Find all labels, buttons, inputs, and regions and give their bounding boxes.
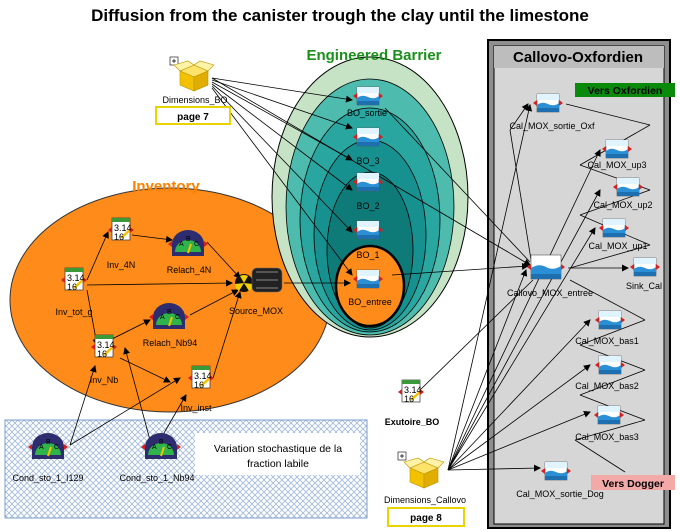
cal-mox-sortie-dog-node[interactable]: Cal_MOX_sortie_Dog [516, 461, 604, 499]
source-mox-node[interactable]: Source_MOX [229, 267, 283, 316]
exutoire-bo-node[interactable]: 3.14 16 Exutoire_BO [385, 378, 440, 427]
relach-nb94-label: Relach_Nb94 [143, 338, 198, 348]
cal-mox-sortie-oxf-label: Cal_MOX_sortie_Oxf [509, 121, 595, 131]
inv-nb-value-top: 3.14 [97, 340, 115, 350]
cal-mox-up1-label: Cal_MOX_up1 [588, 241, 647, 251]
cond-sto-1-nb94-node[interactable]: Cond_sto_1_Nb94 [119, 432, 195, 483]
bo-2-label: BO_2 [356, 201, 379, 211]
cal-mox-up1-node[interactable]: Cal_MOX_up1 [588, 218, 648, 251]
bo-entree-label: BO_entree [348, 297, 392, 307]
cal-mox-up3-label: Cal_MOX_up3 [587, 160, 646, 170]
vers-dogger-tag [591, 475, 675, 490]
bo-entree-node[interactable]: BO_entree [348, 269, 392, 307]
cal-mox-bas2-label: Cal_MOX_bas2 [575, 381, 639, 391]
inv-tot-g-label: Inv_tot_g [55, 307, 92, 317]
exutoire-bo-label: Exutoire_BO [385, 417, 440, 427]
dimensions-callovo-node[interactable]: Dimensions_Callovo page 8 [384, 451, 466, 527]
cal-mox-bas1-label: Cal_MOX_bas1 [575, 336, 639, 346]
inv-4n-value-bottom: 16 [114, 232, 124, 242]
vers-oxfordien-text: Vers Oxfordien [588, 85, 663, 97]
callovo-header [494, 46, 664, 68]
dimensions-bo-page: page 7 [177, 112, 209, 123]
inv-inst-node[interactable]: 3.14 16 Inv_inst [180, 364, 216, 413]
bo-1-node[interactable]: BO_1 [352, 220, 384, 260]
callovo-label: Callovo-Oxfordien [513, 49, 643, 66]
stochastic-note-box [195, 433, 360, 475]
inv-4n-value-top: 3.14 [114, 223, 132, 233]
inv-tot-g-node[interactable]: 3.14 16 Inv_tot_g [55, 266, 93, 317]
sink-cal-node[interactable]: Sink_Cal [626, 257, 662, 291]
stochastic-note-line1: Variation stochastique de la [214, 443, 342, 455]
dimensions-callovo-page: page 8 [410, 513, 442, 524]
inv-nb-node[interactable]: 3.14 16 Inv_Nb [90, 333, 119, 385]
inventory-label: Inventory [132, 178, 200, 195]
source-mox-label: Source_MOX [229, 306, 283, 316]
callovo-mox-entree-node[interactable]: Callovo_MOX_entree [507, 254, 593, 298]
bo-sortie-label: BO_sortie [347, 108, 387, 118]
inv-nb-label: Inv_Nb [90, 375, 119, 385]
inv-4n-label: Inv_4N [107, 260, 136, 270]
dimensions-bo-label: Dimensions_BO [162, 95, 227, 105]
cal-mox-up2-node[interactable]: Cal_MOX_up2 [593, 177, 653, 210]
inv-tot-g-value-top: 3.14 [67, 273, 85, 283]
inv-nb-value-bottom: 16 [97, 349, 107, 359]
relach-nb94-node[interactable]: Relach_Nb94 [143, 302, 198, 348]
inv-4n-node[interactable]: 3.14 16 Inv_4N [107, 216, 136, 270]
bo-sortie-node[interactable]: BO_sortie [347, 86, 387, 118]
cond-sto-1-i129-node[interactable]: Cond_sto_1_I129 [12, 432, 84, 483]
cond-sto-1-nb94-label: Cond_sto_1_Nb94 [119, 473, 194, 483]
cal-mox-bas3-label: Cal_MOX_bas3 [575, 432, 639, 442]
vers-dogger-text: Vers Dogger [602, 478, 664, 490]
cal-mox-up2-label: Cal_MOX_up2 [593, 200, 652, 210]
vers-oxfordien-tag [575, 83, 675, 97]
relach-4n-label: Relach_4N [167, 265, 212, 275]
exutoire-bo-value-bottom: 16 [404, 394, 414, 404]
exutoire-bo-value-top: 3.14 [404, 385, 422, 395]
bo-2-node[interactable]: BO_2 [352, 172, 384, 211]
inv-inst-label: Inv_inst [180, 403, 212, 413]
bo-1-label: BO_1 [356, 250, 379, 260]
cal-mox-bas3-node[interactable]: Cal_MOX_bas3 [575, 405, 639, 442]
relach-4n-node[interactable]: Relach_4N [167, 229, 212, 275]
inv-inst-value-top: 3.14 [194, 371, 212, 381]
dimensions-bo-node[interactable]: Dimensions_BO page 7 [155, 56, 231, 125]
cond-sto-1-i129-label: Cond_sto_1_I129 [12, 473, 83, 483]
inv-tot-g-value-bottom: 16 [67, 282, 77, 292]
inv-inst-value-bottom: 16 [194, 380, 204, 390]
cal-mox-sortie-oxf-node[interactable]: Cal_MOX_sortie_Oxf [509, 93, 595, 131]
bo-3-label: BO_3 [356, 156, 379, 166]
cal-mox-bas2-node[interactable]: Cal_MOX_bas2 [575, 355, 639, 391]
sink-cal-label: Sink_Cal [626, 281, 662, 291]
dimensions-callovo-label: Dimensions_Callovo [384, 495, 466, 505]
connections [69, 77, 651, 473]
stochastic-note-line2: fraction labile [247, 458, 309, 470]
callovo-mox-entree-label: Callovo_MOX_entree [507, 288, 593, 298]
cal-mox-sortie-dog-label: Cal_MOX_sortie_Dog [516, 489, 604, 499]
diagram-title: Diffusion from the canister trough the c… [91, 6, 589, 25]
engineered-barrier-label: Engineered Barrier [306, 47, 441, 64]
cal-mox-bas1-node[interactable]: Cal_MOX_bas1 [575, 310, 639, 346]
cal-mox-up3-node[interactable]: Cal_MOX_up3 [587, 139, 647, 170]
bo-3-node[interactable]: BO_3 [352, 127, 384, 166]
